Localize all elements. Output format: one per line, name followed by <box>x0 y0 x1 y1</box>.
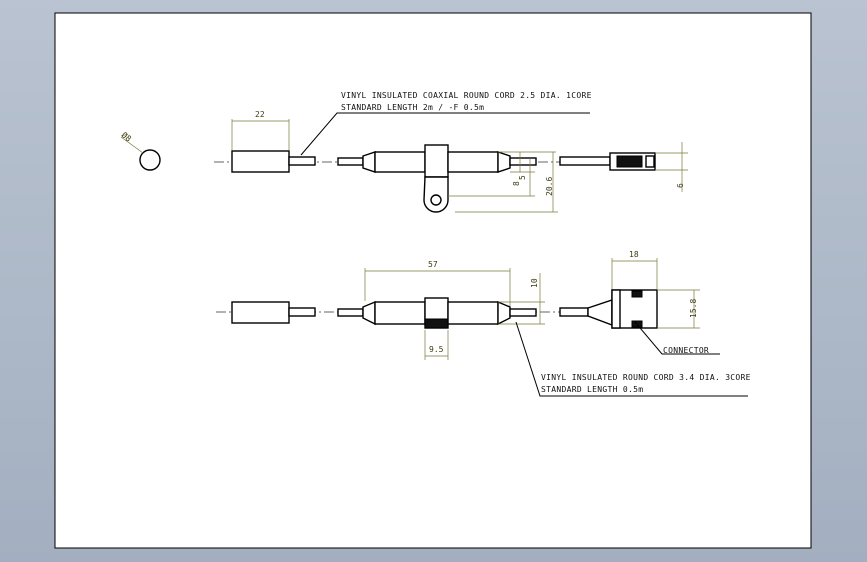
note-top-line2: STANDARD LENGTH 2m / -F 0.5m <box>341 103 484 112</box>
dim-clamp: 9.5 <box>429 345 444 354</box>
dim-connector-h2: 15.8 <box>689 299 698 318</box>
note-connector: CONNECTOR <box>663 346 709 355</box>
dim-body-h2: 5 <box>518 175 527 180</box>
side-view: 57 10 9.5 18 15.8 <box>216 250 748 397</box>
dim-tip: 10 <box>530 278 539 288</box>
note-bottom-line2: STANDARD LENGTH 0.5m <box>541 385 643 394</box>
drawing-border <box>54 12 812 549</box>
note-top-line1: VINYL INSULATED COAXIAL ROUND CORD 2.5 D… <box>341 91 592 100</box>
dim-connector-w: 18 <box>629 250 639 259</box>
dim-connector-h: 6 <box>676 183 685 188</box>
top-view: 22 8 5 20.6 6 <box>214 110 688 213</box>
dim-body-h3: 20.6 <box>545 177 554 196</box>
dim-body-length: 57 <box>428 260 438 269</box>
dim-body-h1: 8 <box>512 181 521 186</box>
note-bottom-line1: VINYL INSULATED ROUND CORD 3.4 DIA. 3COR… <box>541 373 751 382</box>
dim-head-length: 22 <box>255 110 265 119</box>
